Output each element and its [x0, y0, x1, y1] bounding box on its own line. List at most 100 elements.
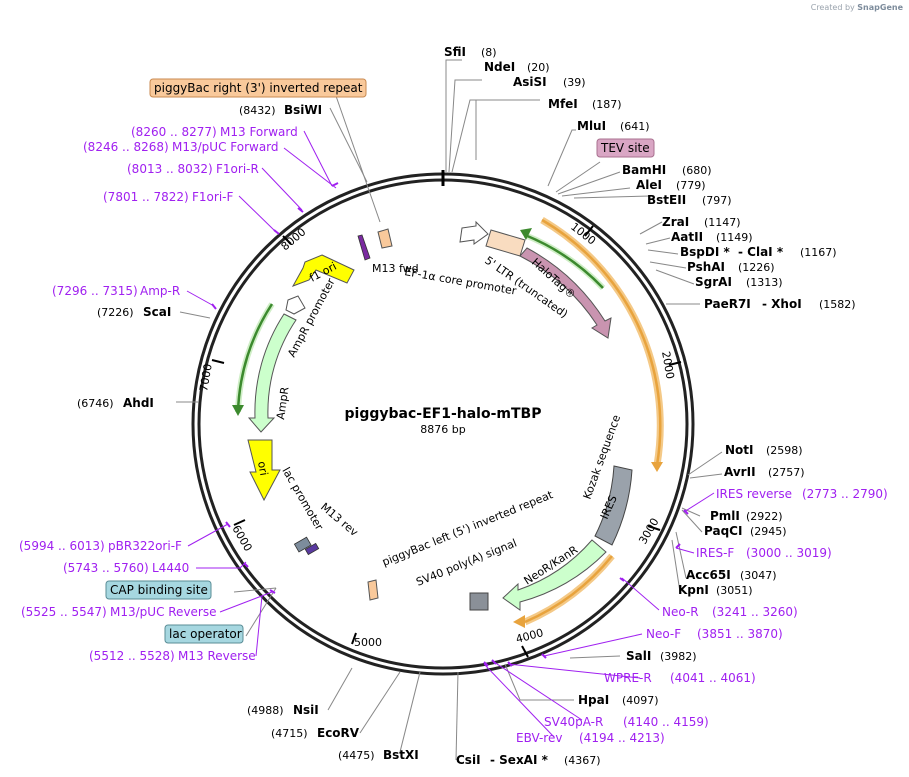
primer-ires-reverse[interactable]: IRES reverse — [716, 487, 792, 501]
enzyme-clai[interactable]: - ClaI * — [738, 245, 784, 259]
ampr-promoter-label: AmpR promoter — [285, 276, 338, 360]
cap-binding-site-label[interactable]: CAP binding site — [110, 583, 208, 597]
primer-m13puc-forward-range: (8246 .. 8268) — [83, 140, 169, 154]
enzyme-mlui[interactable]: MluI — [577, 119, 606, 133]
features — [232, 216, 664, 628]
enzyme-hpai[interactable]: HpaI — [578, 693, 609, 707]
primer-pbr322ori-f[interactable]: pBR322ori-F — [108, 539, 182, 553]
enzyme-scai-pos: (7226) — [97, 306, 134, 319]
enzyme-asisi-pos: (39) — [563, 76, 586, 89]
enzyme-pshai-pos: (1226) — [738, 261, 775, 274]
tick-2000: 2000 — [659, 350, 677, 380]
primer-ires-reverse-range: (2773 .. 2790) — [802, 487, 888, 501]
primer-ebv-rev[interactable]: EBV-rev — [516, 731, 562, 745]
enzyme-aatii-pos: (1149) — [716, 231, 753, 244]
primer-m13puc-forward[interactable]: M13/pUC Forward — [172, 140, 279, 154]
tick-4000: 4000 — [514, 626, 544, 646]
enzyme-sali-pos: (3982) — [660, 650, 697, 663]
enzyme-alei[interactable]: AleI — [636, 178, 662, 192]
credit-prefix: Created by — [810, 3, 855, 12]
primer-wpre-r-range: (4041 .. 4061) — [670, 671, 756, 685]
primer-m13puc-reverse[interactable]: M13/pUC Reverse — [110, 605, 217, 619]
primer-pbr322ori-f-range: (5994 .. 6013) — [19, 539, 105, 553]
snapgene-credit: Created by SnapGene — [811, 3, 903, 12]
enzyme-mlui-pos: (641) — [620, 120, 650, 133]
enzyme-bsiwi[interactable]: BsiWI — [284, 103, 322, 117]
enzyme-csii-pos: (4367) — [564, 754, 601, 767]
backbone — [191, 170, 695, 676]
m13-fwd-label: M13 fwd — [372, 262, 419, 275]
primer-markers — [211, 182, 689, 667]
lac-operator-label[interactable]: lac operator — [169, 627, 242, 641]
primer-m13-forward-range: (8260 .. 8277) — [131, 125, 217, 139]
tev-site-label[interactable]: TEV site — [600, 141, 650, 155]
piggybac-right-label[interactable]: piggyBac right (3') inverted repeat — [154, 81, 363, 95]
enzyme-ecorv[interactable]: EcoRV — [317, 726, 360, 740]
enzyme-ndei[interactable]: NdeI — [484, 60, 515, 74]
enzyme-aatii[interactable]: AatII — [671, 230, 703, 244]
enzyme-noti[interactable]: NotI — [725, 443, 754, 457]
primer-f1ori-f[interactable]: F1ori-F — [192, 190, 233, 204]
enzyme-zrai[interactable]: ZraI — [662, 215, 689, 229]
primer-ebv-rev-range: (4194 .. 4213) — [579, 731, 665, 745]
enzyme-sgrai-pos: (1313) — [746, 276, 783, 289]
primer-m13-reverse-range: (5512 .. 5528) — [89, 649, 175, 663]
primer-l4440-range: (5743 .. 5760) — [63, 561, 149, 575]
primer-ires-f[interactable]: IRES-F — [696, 546, 734, 560]
ori-label: ori — [255, 460, 270, 476]
tick-5000: 5000 — [354, 636, 382, 649]
plasmid-name: piggybac-EF1-halo-mTBP — [345, 406, 542, 422]
primer-neo-f-range: (3851 .. 3870) — [697, 627, 783, 641]
enzyme-ahdi[interactable]: AhdI — [123, 396, 154, 410]
primer-m13-forward[interactable]: M13 Forward — [220, 125, 298, 139]
enzyme-bsteii[interactable]: BstEII — [647, 193, 686, 207]
enzyme-bstxi[interactable]: BstXI — [383, 748, 419, 762]
enzyme-avrii-pos: (2757) — [768, 466, 805, 479]
enzyme-avrii[interactable]: AvrII — [724, 465, 756, 479]
enzyme-bsteii-pos: (797) — [702, 194, 732, 207]
enzyme-csii[interactable]: CsiI — [456, 753, 481, 767]
enzyme-kpni-pos: (3051) — [716, 584, 753, 597]
enzyme-nsii-pos: (4988) — [247, 704, 284, 717]
enzyme-nsii[interactable]: NsiI — [293, 703, 319, 717]
enzyme-sgrai[interactable]: SgrAI — [695, 275, 732, 289]
enzyme-pmli[interactable]: PmlI — [710, 509, 740, 523]
enzyme-noti-pos: (2598) — [766, 444, 803, 457]
enzyme-ahdi-pos: (6746) — [77, 397, 114, 410]
enzyme-pshai[interactable]: PshAI — [687, 260, 725, 274]
enzyme-scai[interactable]: ScaI — [143, 305, 171, 319]
ampr-label: AmpR — [274, 386, 291, 421]
enzyme-bspdi[interactable]: BspDI * — [680, 245, 730, 259]
primer-wpre-r[interactable]: WPRE-R — [604, 671, 652, 685]
enzyme-sfii[interactable]: SfiI — [444, 45, 466, 59]
enzyme-paer7i-pos: (1582) — [819, 298, 856, 311]
primer-f1ori-r-range: (8013 .. 8032) — [127, 162, 213, 176]
enzyme-ecorv-pos: (4715) — [271, 727, 308, 740]
enzyme-sexai[interactable]: - SexAI * — [490, 753, 549, 767]
enzyme-mfei[interactable]: MfeI — [548, 97, 578, 111]
primer-neo-r[interactable]: Neo-R — [662, 605, 699, 619]
primer-f1ori-r[interactable]: F1ori-R — [216, 162, 259, 176]
primer-amp-r[interactable]: Amp-R — [140, 284, 180, 298]
enzyme-acc65i[interactable]: Acc65I — [686, 568, 731, 582]
enzyme-paer7i[interactable]: PaeR7I — [704, 297, 751, 311]
primer-m13puc-reverse-range: (5525 .. 5547) — [21, 605, 107, 619]
primer-neo-f[interactable]: Neo-F — [646, 627, 681, 641]
primer-l4440[interactable]: L4440 — [152, 561, 189, 575]
enzyme-kpni[interactable]: KpnI — [678, 583, 709, 597]
enzyme-sali[interactable]: SalI — [626, 649, 651, 663]
enzyme-paqci[interactable]: PaqCI — [704, 524, 742, 538]
enzyme-sfii-pos: (8) — [481, 46, 497, 59]
enzyme-acc65i-pos: (3047) — [740, 569, 777, 582]
snapgene-logo: SnapGene — [857, 3, 903, 12]
enzyme-bamhi[interactable]: BamHI — [622, 163, 666, 177]
enzyme-xhoi[interactable]: - XhoI — [762, 297, 802, 311]
enzyme-pmli-pos: (2922) — [746, 510, 783, 523]
primer-m13-reverse[interactable]: M13 Reverse — [178, 649, 256, 663]
enzyme-bstxi-pos: (4475) — [338, 749, 375, 762]
primer-sv40pa-r[interactable]: SV40pA-R — [544, 715, 603, 729]
halotag-arrow — [519, 247, 612, 339]
boxed-features: piggyBac right (3') inverted repeat TEV … — [105, 78, 655, 644]
enzyme-asisi[interactable]: AsiSI — [513, 75, 547, 89]
